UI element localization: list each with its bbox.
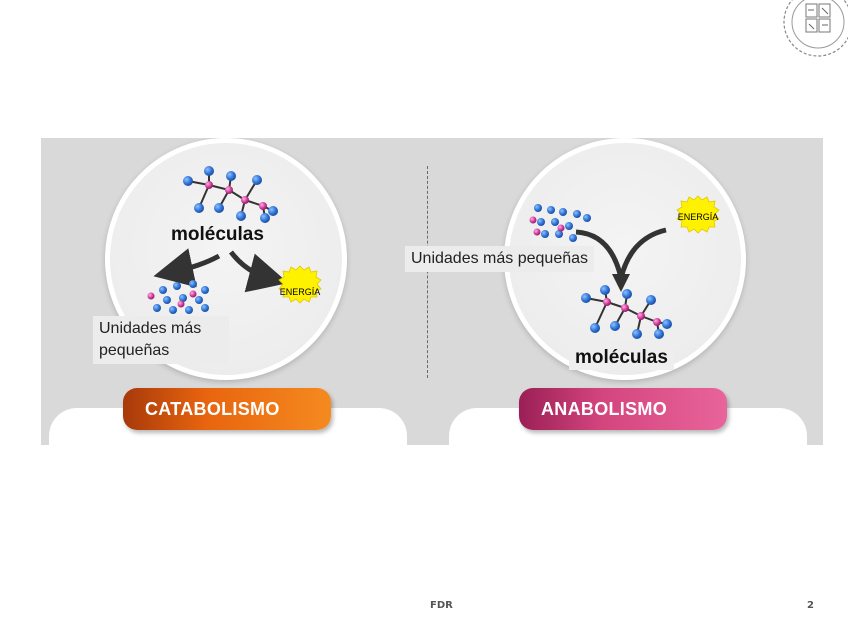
catabolism-arrow-right <box>229 250 289 293</box>
catabolism-energy-label: ENERGÍA <box>280 287 321 297</box>
section-divider <box>427 166 428 378</box>
catabolism-small-units-icon <box>147 280 209 314</box>
catabolism-small-units-line2: pequeñas <box>99 342 170 359</box>
anabolism-small-units-icon <box>529 204 591 242</box>
anabolism-arrow-left <box>575 229 624 279</box>
anabolism-molecule-label: moléculas <box>569 346 674 370</box>
diagram-artwork: ENERGÍA ENERGÍA <box>147 166 720 339</box>
catabolism-arrow-left <box>153 248 221 288</box>
anabolism-energy-burst: ENERGÍA <box>676 195 720 234</box>
metabolism-diagram-panel: ENERGÍA ENERGÍA <box>41 138 823 445</box>
catabolism-energy-burst: ENERGÍA <box>278 265 322 304</box>
university-seal-logo <box>783 0 848 57</box>
anabolism-small-units-label: Unidades más pequeñas <box>405 246 595 272</box>
anabolism-molecule-atoms <box>581 285 672 339</box>
catabolism-molecule-atoms <box>183 166 278 223</box>
anabolism-title-banner: ANABOLISMO <box>519 388 727 430</box>
anabolism-arrow-right <box>618 227 667 279</box>
catabolism-title-banner: CATABOLISMO <box>123 388 331 430</box>
catabolism-small-units-line1: Unidades más <box>99 320 202 337</box>
footer-center-text: FDR <box>430 600 453 611</box>
catabolism-molecule-label: moléculas <box>171 224 264 245</box>
anabolism-arrowhead <box>612 274 630 292</box>
catabolism-small-units-label: Unidades más pequeñas <box>93 316 229 364</box>
page-number: 2 <box>807 600 814 611</box>
anabolism-energy-label: ENERGÍA <box>678 212 719 222</box>
